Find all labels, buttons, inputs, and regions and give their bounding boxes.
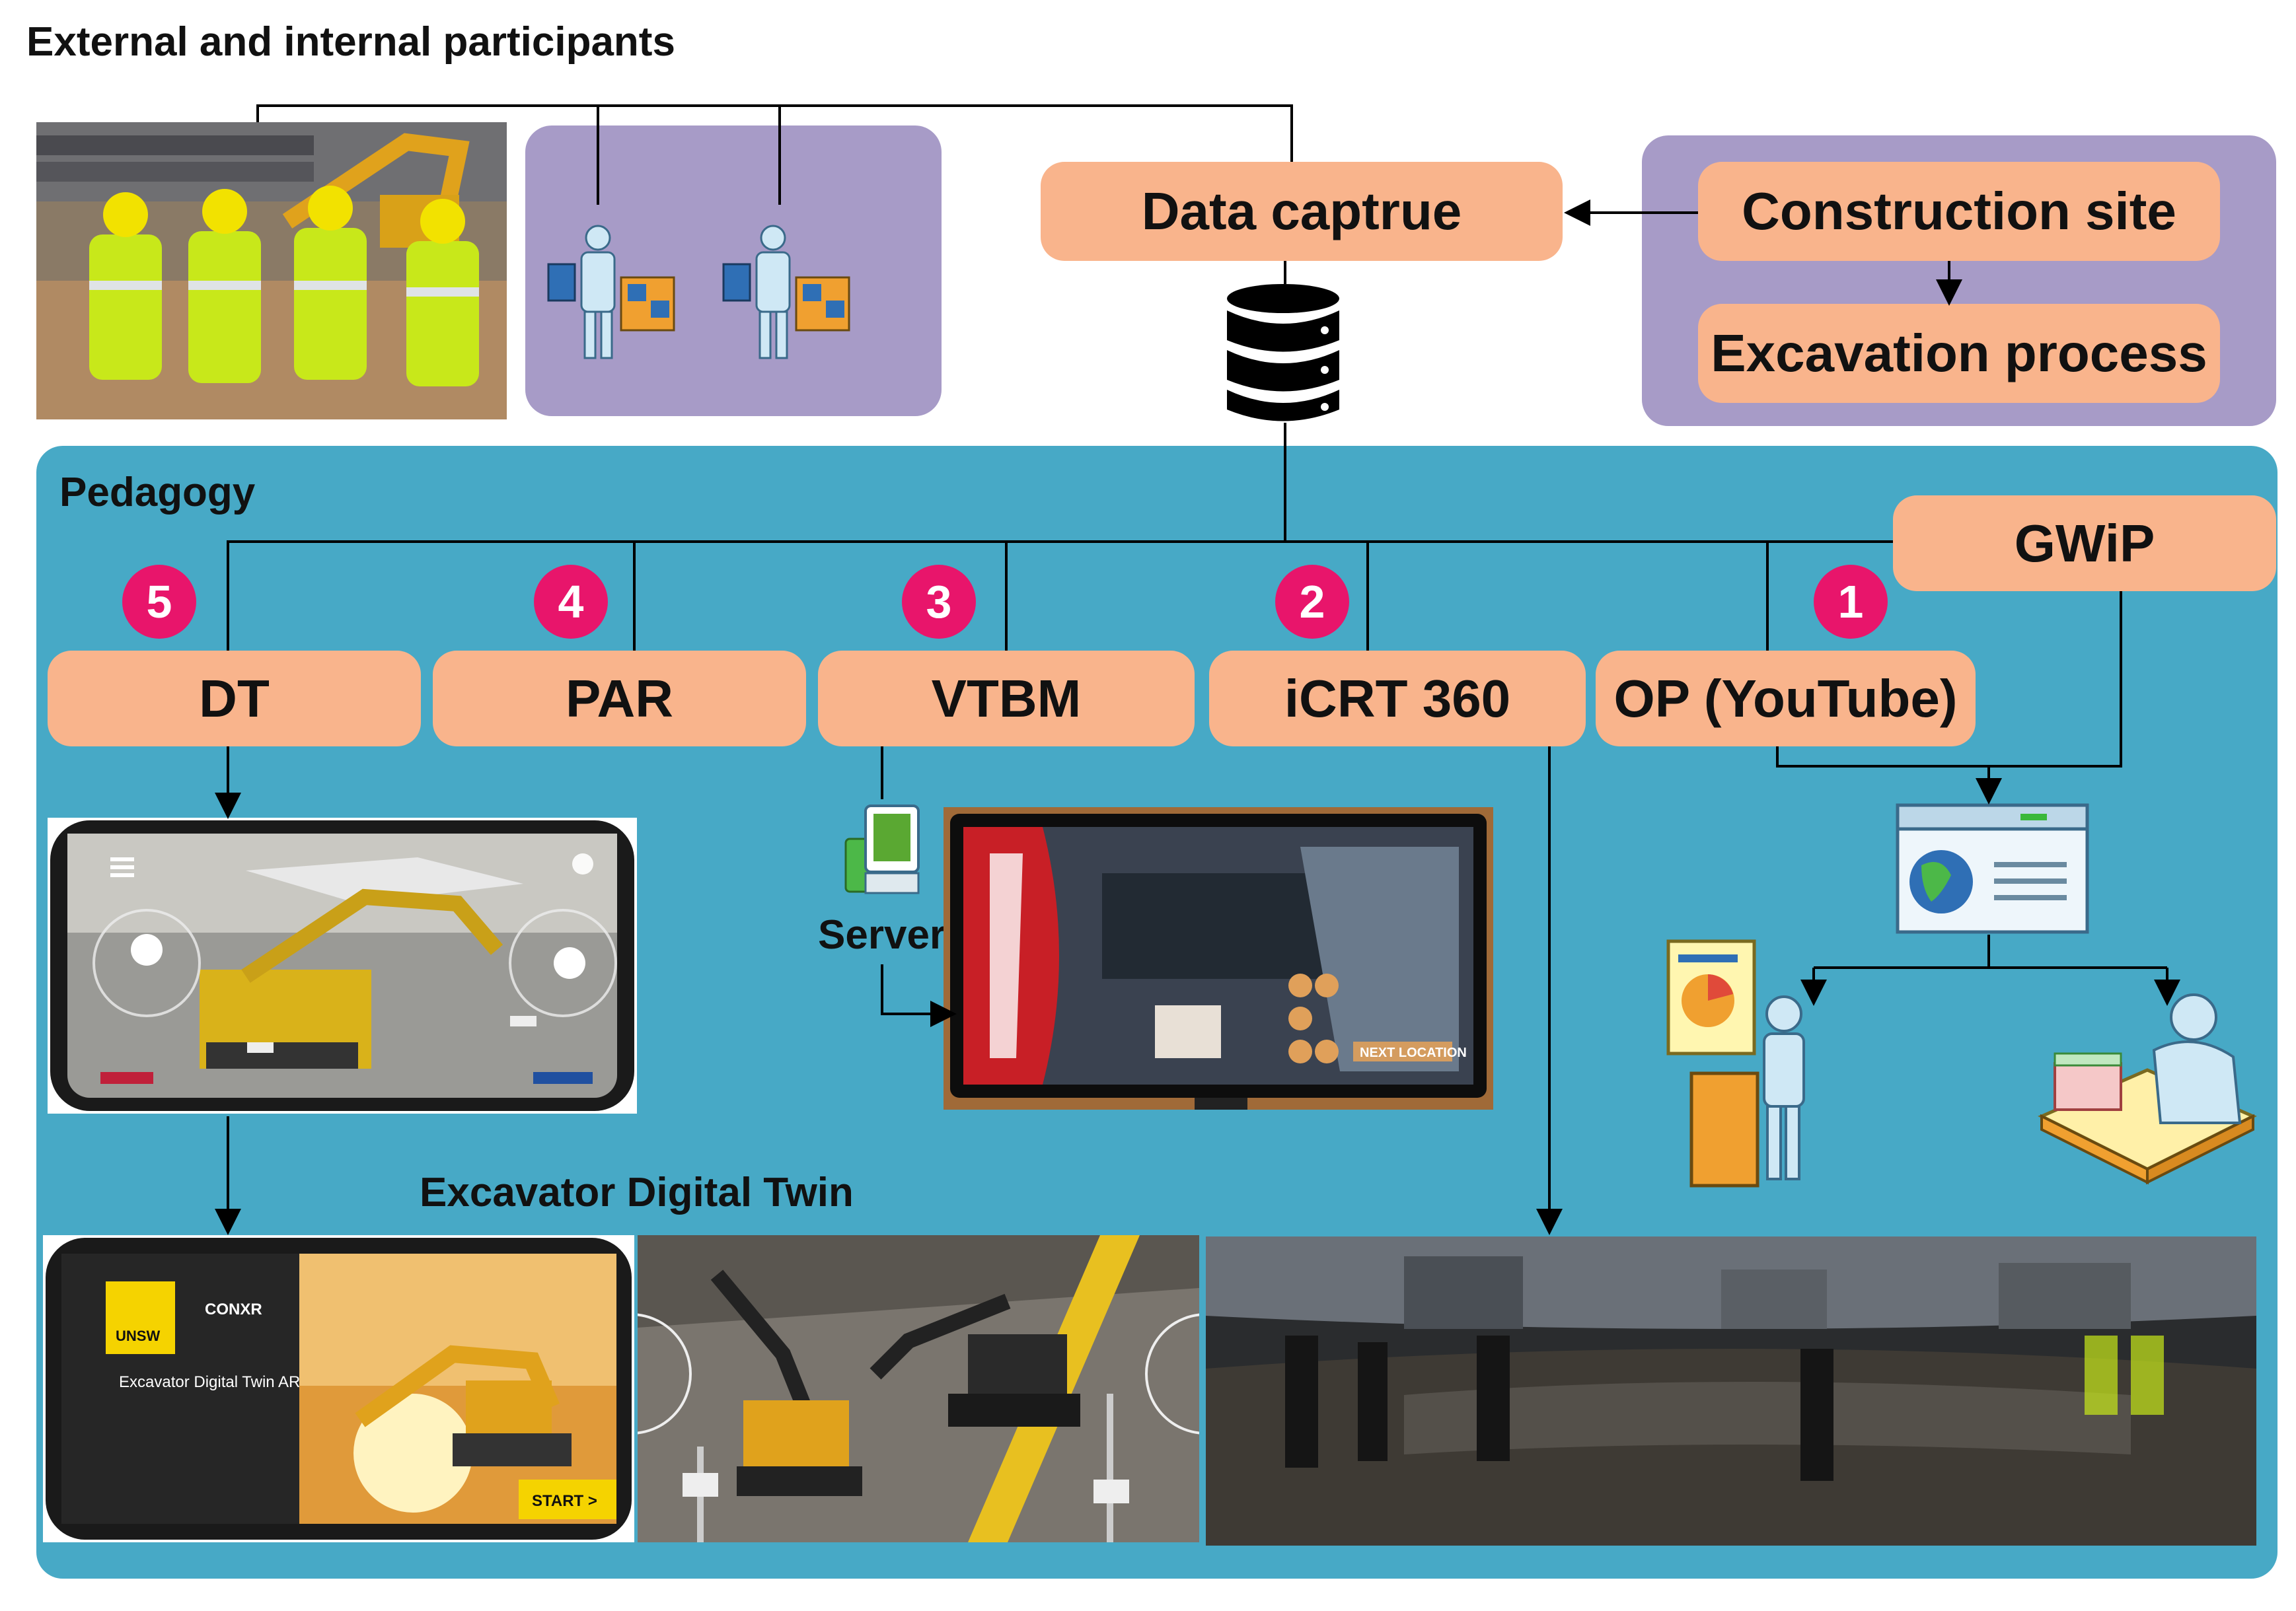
gwip-box: GWiP (1893, 495, 2276, 591)
method-label: VTBM (931, 668, 1082, 728)
construction-site-box: Construction site (1698, 162, 2220, 261)
method-label: DT (199, 668, 270, 728)
badge-3: 3 (902, 565, 976, 639)
participants-photo (36, 122, 507, 419)
app-title-text: Excavator Digital Twin AR (119, 1373, 300, 1391)
method-icrt360: iCRT 360 (1209, 651, 1586, 746)
unsw-text: UNSW (116, 1328, 160, 1344)
web-browser-icon (1895, 803, 2090, 935)
excavation-process-box: Excavation process (1698, 304, 2220, 403)
conxr-text: CONXR (205, 1301, 262, 1318)
digital-twin-label: Excavator Digital Twin (420, 1170, 854, 1215)
desk-worker-icon (2028, 984, 2266, 1186)
vtbm-monitor-screenshot: NEXT LOCATION (944, 807, 1493, 1110)
excavation-process-label: Excavation process (1711, 324, 2207, 382)
presenter-icon (1662, 928, 1820, 1189)
method-vtbm: VTBM (818, 651, 1195, 746)
badge-1: 1 (1814, 565, 1888, 639)
construction-site-label: Construction site (1742, 182, 2176, 240)
page-title: External and internal participants (26, 19, 675, 65)
data-capture-box: Data captrue (1041, 162, 1563, 261)
data-capture-label: Data captrue (1141, 182, 1462, 240)
badge-2: 2 (1275, 565, 1349, 639)
ar-app-phone-screenshot: UNSW CONXR Excavator Digital Twin AR STA… (43, 1235, 634, 1542)
gwip-label: GWiP (2014, 513, 2155, 573)
person-with-devices-icon (722, 225, 850, 359)
participants-box (525, 125, 942, 416)
badge-5: 5 (122, 565, 196, 639)
start-button-text: START > (532, 1492, 597, 1510)
method-label: iCRT 360 (1284, 668, 1511, 728)
dt-phone-screenshot (48, 818, 637, 1114)
pedagogy-label: Pedagogy (59, 470, 256, 515)
method-label: PAR (566, 668, 673, 728)
excavator-models-photo (638, 1235, 1199, 1542)
person-with-devices-icon (547, 225, 675, 359)
method-op-youtube: OP (YouTube) (1596, 651, 1976, 746)
server-icon (839, 799, 925, 898)
method-dt: DT (48, 651, 421, 746)
method-par: PAR (433, 651, 806, 746)
server-label: Server (818, 912, 946, 958)
icrt-360-panorama (1206, 1236, 2256, 1546)
database-icon (1226, 284, 1341, 423)
next-location-text: NEXT LOCATION (1360, 1046, 1467, 1060)
method-label: OP (YouTube) (1613, 668, 1958, 728)
badge-4: 4 (534, 565, 608, 639)
